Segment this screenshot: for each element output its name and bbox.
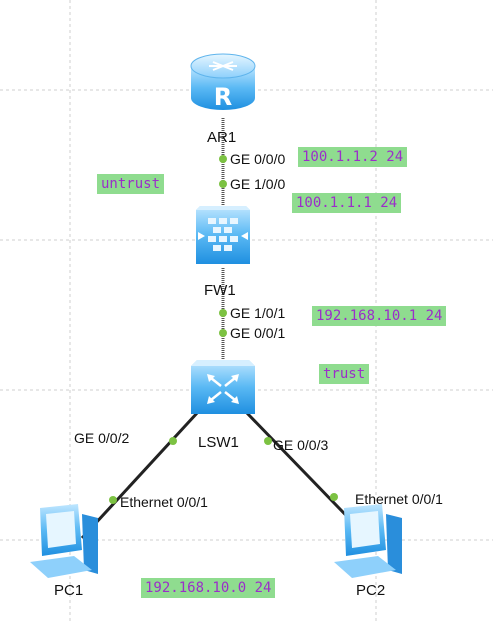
- port-label-lsw1-ge002: GE 0/0/2: [74, 430, 130, 446]
- ip-tag-lan: 192.168.10.0 24: [141, 578, 276, 598]
- device-label-pc1: PC1: [54, 582, 84, 599]
- device-label-pc2: PC2: [356, 582, 386, 599]
- port-label-pc2-eth: Ethernet 0/0/1: [355, 491, 443, 507]
- port-label-pc1-eth: Ethernet 0/0/1: [120, 494, 208, 510]
- router-icon[interactable]: R: [190, 53, 256, 111]
- firewall-icon[interactable]: [196, 206, 250, 264]
- port-label-fw1-ge100: GE 1/0/0: [230, 176, 286, 192]
- ip-tag-ar1: 100.1.1.2 24: [298, 147, 408, 167]
- port-indicators: [109, 155, 338, 504]
- port-label-fw1-ge101: GE 1/0/1: [230, 305, 286, 321]
- svg-text:R: R: [214, 83, 232, 111]
- pc-icon[interactable]: [334, 504, 402, 578]
- ip-tag-fw1-outside: 100.1.1.1 24: [292, 193, 402, 213]
- port-label-ar1-ge000: GE 0/0/0: [230, 151, 286, 167]
- port-label-lsw1-ge003: GE 0/0/3: [273, 437, 329, 453]
- link-lsw1-pc1[interactable]: [80, 410, 200, 540]
- zone-tag-trust: trust: [319, 364, 370, 384]
- device-label-lsw1: LSW1: [198, 434, 239, 451]
- pc-icon[interactable]: [30, 504, 98, 578]
- port-label-lsw1-ge001: GE 0/0/1: [230, 325, 286, 341]
- ip-tag-fw1-inside: 192.168.10.1 24: [312, 306, 447, 326]
- switch-icon[interactable]: [191, 360, 255, 414]
- device-label-fw1: FW1: [204, 282, 236, 299]
- zone-tag-untrust: untrust: [97, 174, 165, 194]
- device-label-ar1: AR1: [207, 129, 237, 146]
